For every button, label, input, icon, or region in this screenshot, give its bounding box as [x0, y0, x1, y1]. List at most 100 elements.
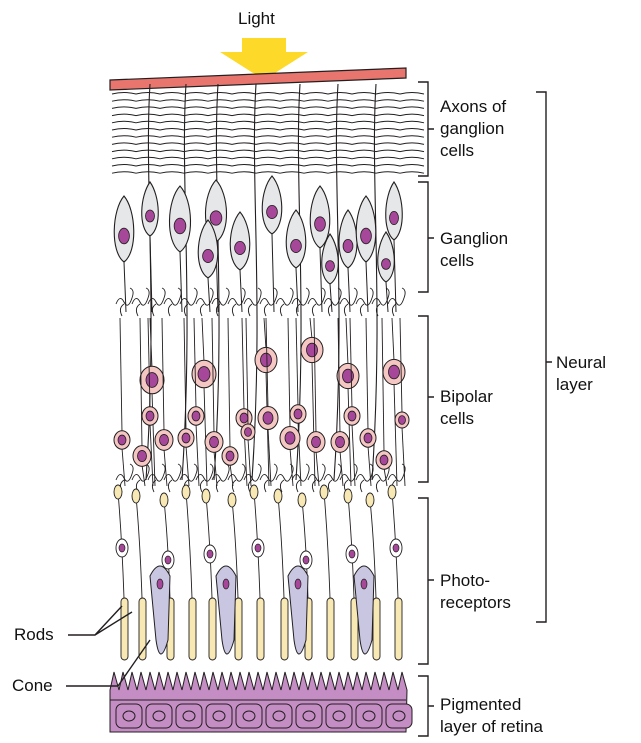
- ganglion-cell: [378, 232, 395, 282]
- bipolar-process: [352, 424, 355, 486]
- bipolar-process: [120, 318, 122, 432]
- photoreceptor-layer: [114, 485, 402, 660]
- axon-fiber: [112, 100, 424, 102]
- rod-terminal: [114, 485, 122, 499]
- cone-leader-line: [66, 640, 150, 686]
- synapse-squiggle: [308, 288, 325, 316]
- rod-terminal: [250, 485, 258, 499]
- synapse-squiggle: [164, 288, 181, 316]
- rod-terminal: [388, 485, 396, 499]
- rod-terminal: [202, 489, 210, 503]
- rod-terminal: [132, 489, 140, 503]
- rod-outer-segment: [235, 598, 242, 660]
- rod-terminal: [274, 489, 282, 503]
- synapse-squiggle: [244, 288, 261, 316]
- ganglion-nucleus: [267, 205, 278, 218]
- synapse-squiggle: [340, 288, 357, 316]
- rod-fiber: [186, 492, 192, 598]
- bipolar-process: [242, 318, 244, 410]
- rod-outer-segment: [373, 598, 380, 660]
- cone-nucleus: [361, 579, 367, 589]
- ganglion-nucleus: [203, 249, 214, 262]
- bipolar-process: [142, 465, 145, 486]
- ganglion-nucleus: [174, 218, 186, 234]
- axon-fiber: [112, 157, 424, 159]
- axon-fiber: [112, 107, 424, 109]
- ganglion-nucleus: [382, 259, 391, 270]
- pigment-cell: [116, 704, 142, 728]
- bipolar-nucleus: [160, 434, 169, 445]
- axon-fiber: [112, 143, 424, 145]
- cone-nucleus: [157, 579, 163, 589]
- pigment-cell: [326, 704, 352, 728]
- rod-nucleus: [393, 544, 399, 552]
- bipolar-process: [348, 387, 351, 486]
- pigment-cell: [146, 704, 172, 728]
- ganglion-dendrite: [272, 234, 274, 312]
- rod-nucleus: [165, 556, 171, 564]
- bipolar-process: [350, 318, 352, 408]
- bipolar-process: [296, 318, 298, 406]
- bracket-neural-layer: [536, 92, 552, 622]
- ganglion-nucleus: [326, 261, 335, 272]
- rod-terminal: [228, 493, 236, 507]
- cone-nucleus: [223, 579, 229, 589]
- bipolar-process: [394, 383, 397, 486]
- rod-nucleus: [207, 550, 213, 558]
- ganglion-cell-layer: [114, 176, 402, 312]
- bipolar-nucleus: [364, 433, 372, 443]
- ganglion-cell: [142, 182, 159, 236]
- synapse-squiggle: [388, 288, 405, 316]
- bipolar-process: [382, 318, 384, 452]
- ganglion-nucleus: [361, 228, 372, 244]
- bipolar-process: [346, 318, 348, 365]
- bipolar-process: [148, 318, 150, 408]
- pigment-cell: [296, 704, 322, 728]
- rod-nucleus: [119, 544, 125, 552]
- ganglion-nucleus: [390, 211, 399, 224]
- bipolar-nucleus: [138, 450, 147, 461]
- rod-outer-segment: [281, 598, 288, 660]
- rod-terminal: [182, 485, 190, 499]
- bipolar-process: [366, 318, 368, 430]
- rod-terminal: [320, 485, 328, 499]
- bipolar-nucleus: [226, 451, 234, 461]
- rod-outer-segment: [189, 598, 196, 660]
- ganglion-nucleus: [210, 211, 222, 225]
- bipolar-process: [202, 318, 204, 362]
- synapse-squiggle: [260, 288, 277, 316]
- rod-outer-segment: [121, 598, 128, 660]
- bipolar-nucleus: [261, 353, 272, 367]
- bipolar-nucleus: [285, 432, 295, 444]
- rod-terminal: [344, 489, 352, 503]
- rod-fiber: [278, 496, 284, 598]
- synapse-squiggle: [132, 288, 149, 316]
- bracket-photoreceptors: [418, 498, 434, 664]
- bipolar-process: [164, 449, 167, 486]
- bipolar-nucleus: [343, 369, 354, 383]
- ganglion-nucleus: [235, 241, 246, 254]
- rod-outer-segment: [395, 598, 402, 660]
- label-rods: Rods: [14, 624, 54, 646]
- ganglion-nucleus: [291, 239, 302, 252]
- bipolar-nucleus: [240, 413, 248, 423]
- bipolar-nucleus: [118, 435, 126, 445]
- pigmented-epithelium: [110, 672, 412, 732]
- rod-terminal: [366, 493, 374, 507]
- bipolar-nucleus: [245, 428, 252, 437]
- pigment-cell: [236, 704, 262, 728]
- ganglion-nucleus: [315, 217, 326, 231]
- bipolar-nucleus: [399, 416, 406, 425]
- bipolar-nucleus: [198, 367, 210, 382]
- axon-fiber: [112, 93, 424, 95]
- pigment-cell: [386, 704, 412, 728]
- ganglion-dendrite: [296, 268, 298, 312]
- rod-terminal: [298, 493, 306, 507]
- bipolar-process: [312, 361, 315, 486]
- rod-outer-segment: [327, 598, 334, 660]
- rod-terminal: [160, 493, 168, 507]
